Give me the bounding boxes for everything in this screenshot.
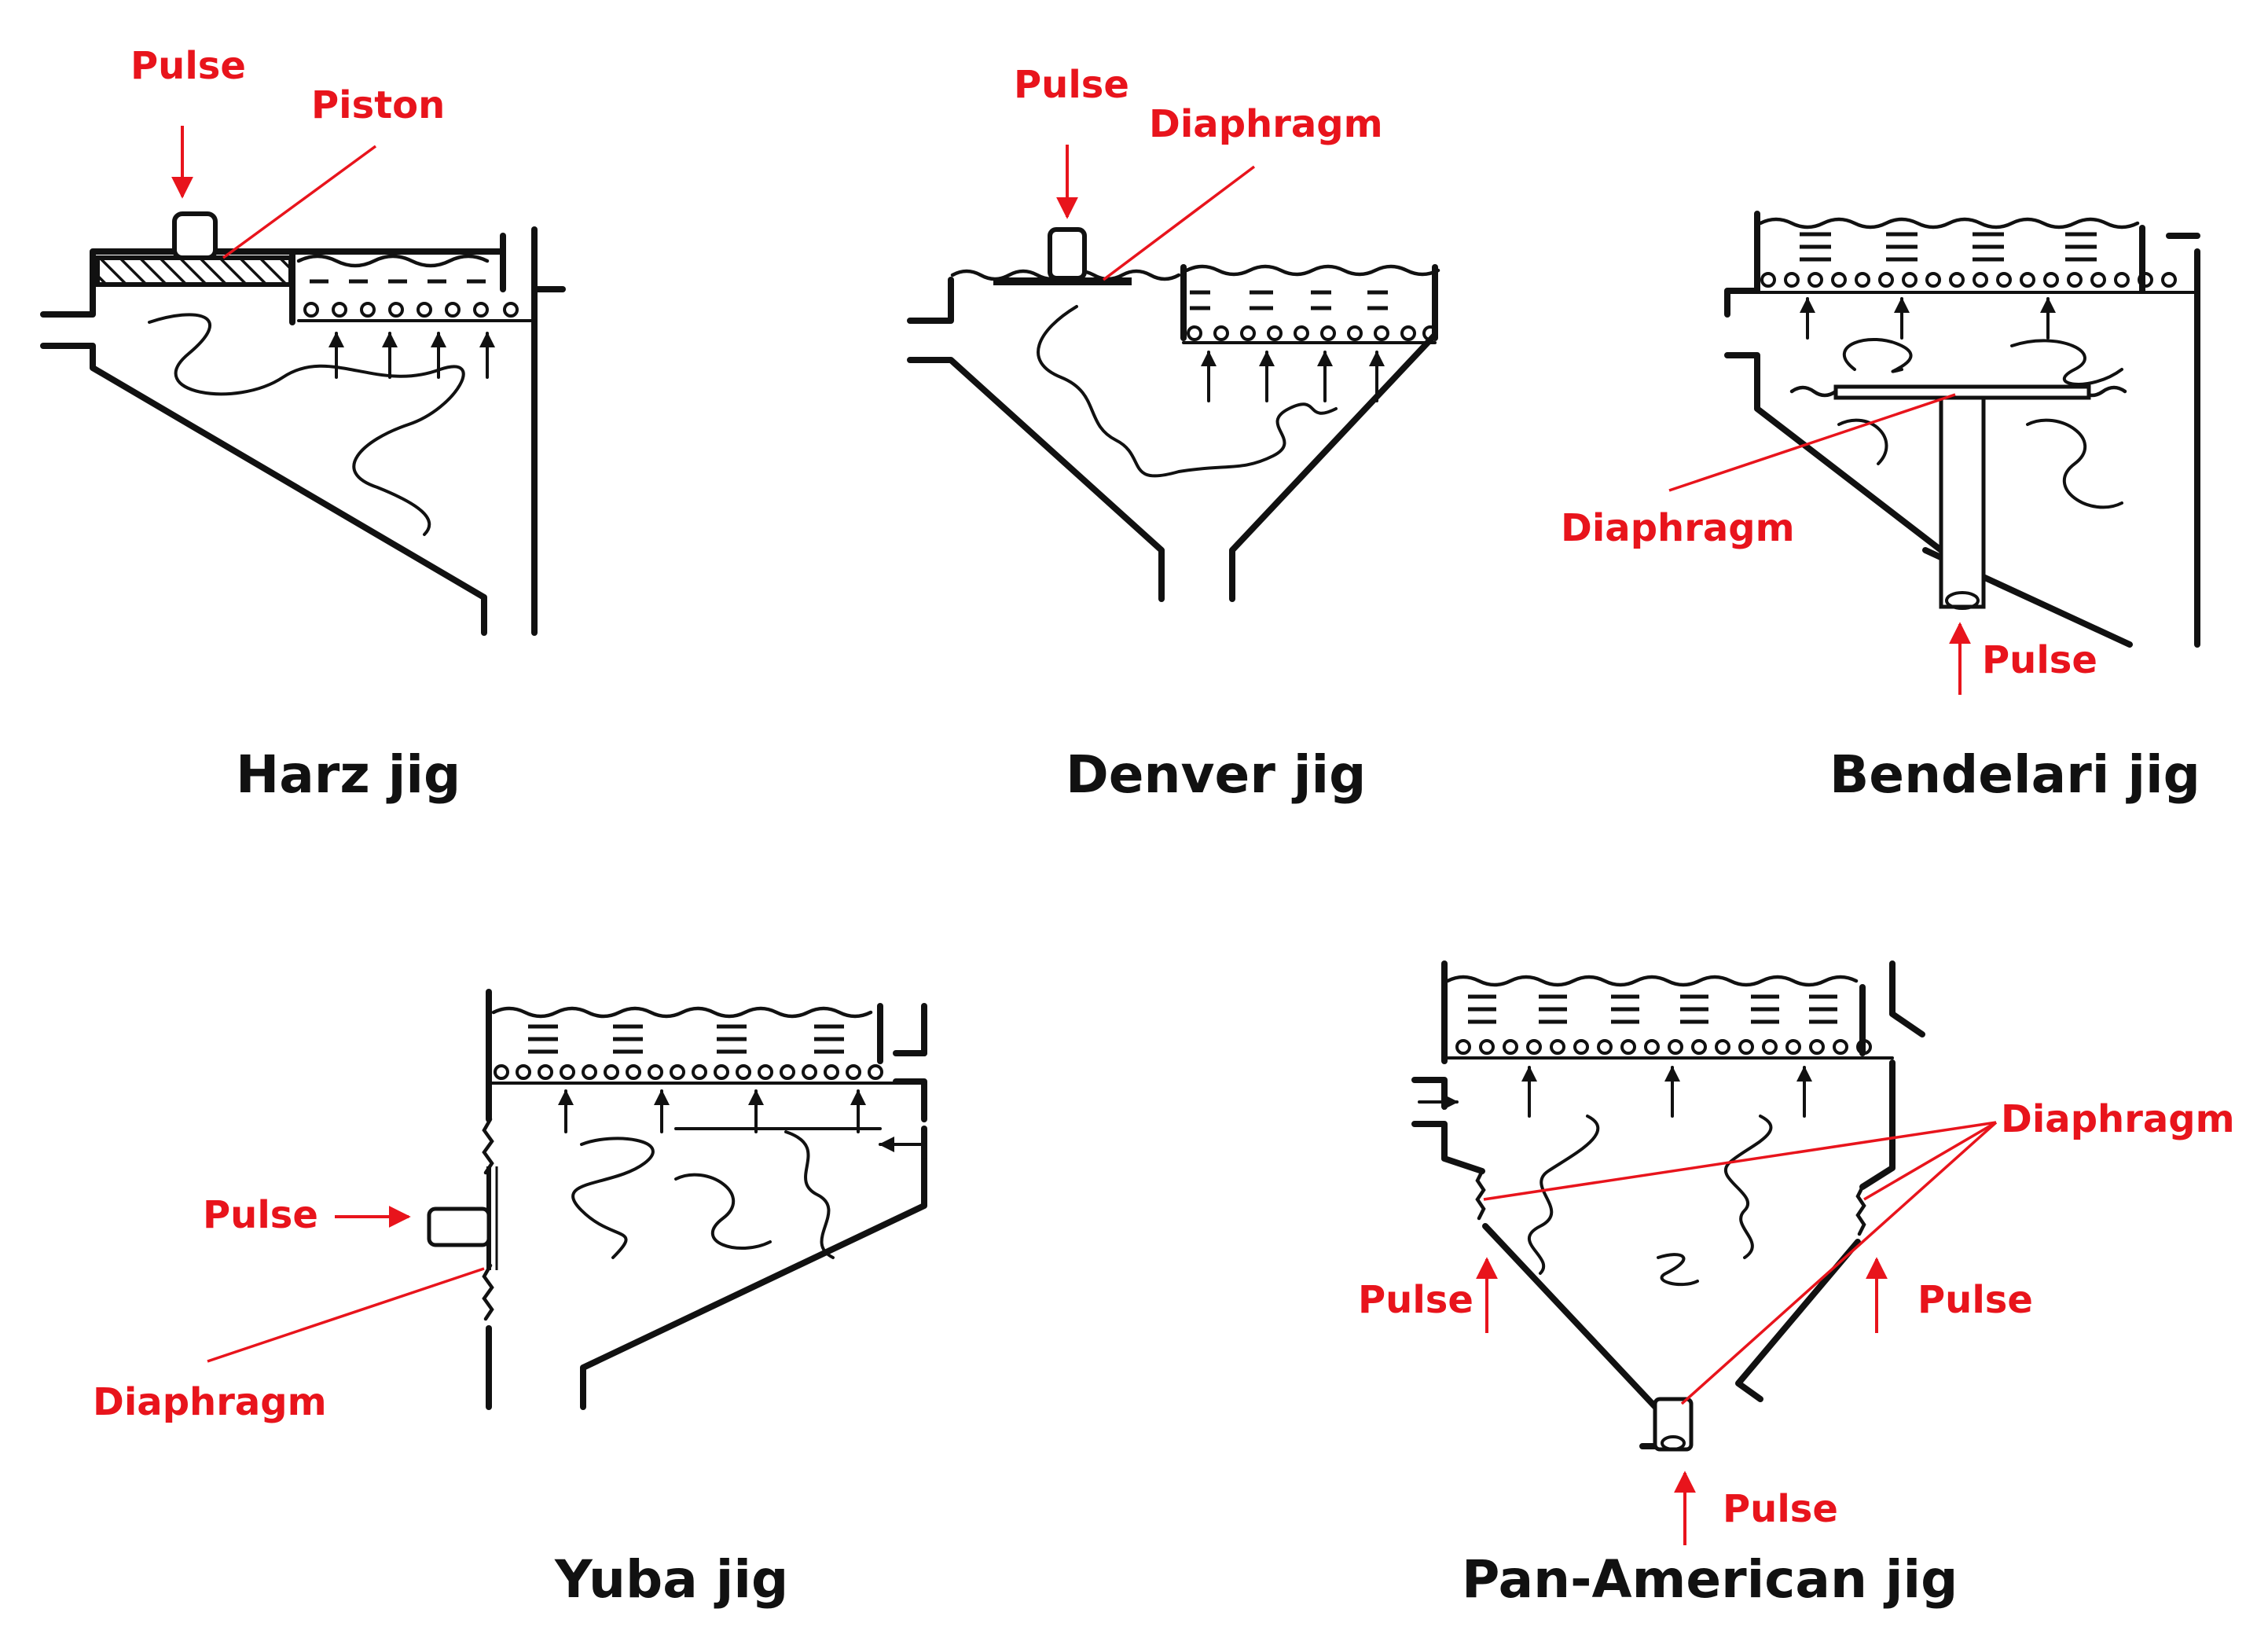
pan-american-jig-drawing: [1411, 960, 1925, 1452]
bendelari-diaphragm-leader: [1668, 393, 1956, 492]
yuba-pulse-pipe: [427, 1206, 491, 1247]
denver-pulse-rod: [1048, 227, 1087, 281]
denver-particles: [1187, 325, 1438, 341]
yuba-particles: [494, 1064, 883, 1080]
harz-jig-caption: Harz jig: [236, 744, 461, 805]
harz-piston-label: Piston: [311, 83, 445, 127]
pan-american-jig: Diaphragm Pulse Pulse Pulse Pan-American…: [1358, 960, 2235, 1610]
harz-piston-leader: [222, 145, 377, 259]
yuba-jig-drawing: [427, 989, 927, 1410]
yuba-upflow-arrows: [558, 1089, 866, 1133]
bendelari-jig-drawing: [1724, 211, 2200, 648]
pan-american-upflow-arrows: [1521, 1066, 1812, 1118]
pan-american-right-diaphragm: [1855, 1184, 1866, 1236]
pan-american-pulse-left-label: Pulse: [1358, 1278, 1473, 1322]
harz-particles: [303, 302, 519, 318]
piston-plate: [95, 255, 293, 287]
yuba-diaphragm-label: Diaphragm: [93, 1380, 327, 1424]
pan-american-diaphragm-leaders: [1483, 1121, 1998, 1405]
yuba-pulse-label: Pulse: [203, 1193, 318, 1237]
pan-american-dashes: [1468, 994, 1837, 1024]
denver-jig-drawing: [907, 227, 1440, 602]
yuba-jig: Pulse Diaphragm Yuba jig: [93, 989, 927, 1610]
pan-american-diaphragm-label: Diaphragm: [2001, 1097, 2235, 1141]
denver-pulse-label: Pulse: [1014, 63, 1129, 107]
pan-american-left-diaphragm: [1475, 1169, 1486, 1221]
bendelari-diaphragm-label: Diaphragm: [1561, 506, 1795, 550]
denver-dashes: [1190, 290, 1388, 310]
harz-jig: Pulse Piston Harz jig: [40, 44, 566, 805]
yuba-jig-caption: Yuba jig: [554, 1549, 788, 1610]
bendelari-jig-caption: Bendelari jig: [1829, 744, 2200, 805]
yuba-diaphragm-leader: [207, 1267, 485, 1363]
bendelari-upflow-arrows: [1800, 297, 2056, 340]
bendelari-pulse-pipe: [1939, 395, 1986, 609]
yuba-dashes: [528, 1024, 844, 1054]
denver-jig-caption: Denver jig: [1066, 744, 1366, 805]
denver-diaphragm-leader: [1102, 165, 1256, 281]
bendelari-dashes: [1800, 232, 2097, 262]
piston-rod: [172, 211, 218, 260]
pan-american-particles: [1455, 1039, 1872, 1055]
bendelari-particles: [1760, 272, 2177, 288]
yuba-diaphragm: [482, 1117, 494, 1321]
denver-jig: Pulse Diaphragm Denver jig: [907, 63, 1440, 805]
pan-american-bottom-pulse-pipe: [1653, 1397, 1694, 1452]
harz-pulse-label: Pulse: [130, 44, 246, 88]
denver-upflow-arrows: [1201, 351, 1385, 402]
pan-american-jig-caption: Pan-American jig: [1462, 1549, 1958, 1610]
harz-jig-drawing: [40, 211, 566, 636]
pan-american-pulse-bottom-label: Pulse: [1723, 1487, 1838, 1531]
bendelari-jig: Diaphragm Pulse Bendelari jig: [1561, 211, 2200, 805]
pan-american-pulse-right-label: Pulse: [1918, 1278, 2033, 1322]
bendelari-pulse-label: Pulse: [1982, 638, 2097, 682]
denver-diaphragm-label: Diaphragm: [1149, 102, 1383, 146]
